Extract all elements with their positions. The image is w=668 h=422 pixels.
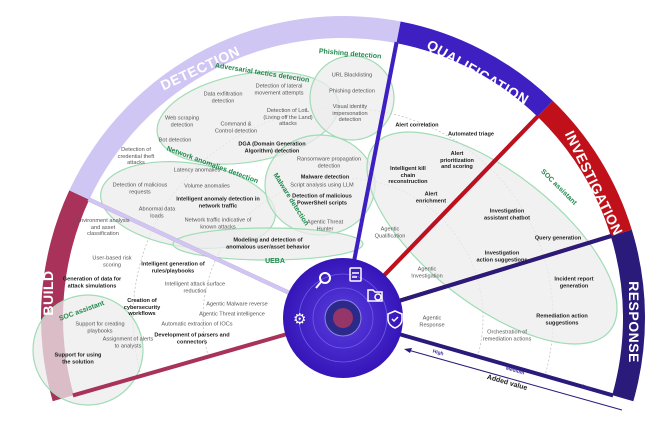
band-response <box>610 229 645 402</box>
item: Latency anomalies <box>173 167 221 174</box>
divider-build <box>72 332 288 398</box>
item: Incident report generation <box>554 276 594 289</box>
item: Automated triage <box>448 131 494 138</box>
item: Agentic Threat Hunter <box>306 219 344 232</box>
item: Automatic extraction of IOCs <box>161 321 233 328</box>
item: Support for using the solution <box>54 352 102 365</box>
divider-detection <box>87 197 292 296</box>
item: Orchestration of remediation actions <box>482 329 532 342</box>
item: Intelligent attack surface reduction <box>164 281 226 294</box>
item: Agentic Threat intelligence <box>199 311 265 318</box>
band-label-response: RESPONSE <box>626 281 642 363</box>
item: Alert correlation <box>395 122 439 129</box>
divider-response <box>397 233 613 303</box>
gears-icon: ⚙ <box>293 310 306 328</box>
band-qualification <box>396 21 553 117</box>
search-icon <box>315 272 331 289</box>
item: Environment analysis and asset classific… <box>76 217 130 238</box>
item: Bot detection <box>158 137 192 144</box>
band-investigation <box>537 100 632 237</box>
group-outline-soc-qualification <box>366 131 618 345</box>
group-label-ueba: UEBA <box>265 257 285 265</box>
item: Intelligent generation of rules/playbook… <box>141 261 205 274</box>
divider-investigation <box>381 114 540 278</box>
item: Detection of malicious requests <box>112 182 168 195</box>
group-outline-phishing <box>309 55 395 141</box>
item: Assignment of alerts to analysts <box>102 336 154 349</box>
item: Malware detection <box>300 174 350 181</box>
item: Detection of malicious PowerShell script… <box>292 193 352 206</box>
item: Agentic Malware reverse <box>206 301 268 308</box>
folder-search-icon <box>367 289 383 302</box>
clipboard-icon <box>349 267 362 282</box>
item: Web scraping detection <box>164 115 200 128</box>
value-axis-arrow <box>404 348 623 411</box>
item: Detection of lateral movement attempts <box>254 83 304 96</box>
item: Investigation action suggestions <box>476 250 528 263</box>
item: Phishing detection <box>329 88 375 95</box>
item: Investigation assistant chatbot <box>483 208 531 221</box>
item: Intelligent anomaly detection in network… <box>176 196 260 209</box>
band-detection <box>69 15 401 200</box>
item: DGA (Domain Generation Algorithm) detect… <box>238 141 306 154</box>
item: Support for creating playbooks <box>75 321 125 334</box>
item: Volume anomalies <box>184 183 230 190</box>
item: Modeling and detection of anomalous user… <box>226 237 310 250</box>
group-outline-soc-build <box>32 294 144 406</box>
item: Detection of credential theft attacks <box>117 146 155 167</box>
group-outline-ueba <box>172 227 364 261</box>
item: Alert prioritization and scoring <box>440 150 474 171</box>
item: Agentic Response <box>419 315 445 328</box>
item: Visual identity impersonation detection <box>332 103 368 124</box>
item: Agentic Qualification <box>374 226 406 239</box>
item: Script analysis using LLM <box>290 182 354 189</box>
item: Agentic Investigation <box>411 266 443 279</box>
item: Remediation action suggestions <box>536 313 588 326</box>
item: Development of parsers and connectors <box>154 332 230 345</box>
item: Abnormal data loads <box>138 206 176 219</box>
item: Query generation <box>534 235 582 242</box>
shield-check-icon <box>387 310 403 329</box>
item: Intelligent kill chain reconstruction <box>388 165 428 186</box>
item: Generation of data for attack simulation… <box>62 276 122 289</box>
item: URL Blacklisting <box>331 72 373 79</box>
item: Network traffic indicative of known atta… <box>184 217 252 230</box>
divider-response <box>398 332 614 398</box>
divider-qualification <box>352 41 399 262</box>
item: Alert enrichment <box>415 191 447 204</box>
item: Ransomware propagation detection <box>296 156 362 169</box>
band-label-build: BUILD <box>40 270 56 316</box>
item: Command & Control detection <box>214 121 258 134</box>
item: Data exfiltration detection <box>203 91 243 104</box>
item: Detection of LotL (Living off the Land) … <box>263 107 313 128</box>
item: Creation of cybersecurity workflows <box>123 297 161 318</box>
item: User-based risk scoring <box>92 255 132 268</box>
hub: ⚙ <box>283 258 403 378</box>
